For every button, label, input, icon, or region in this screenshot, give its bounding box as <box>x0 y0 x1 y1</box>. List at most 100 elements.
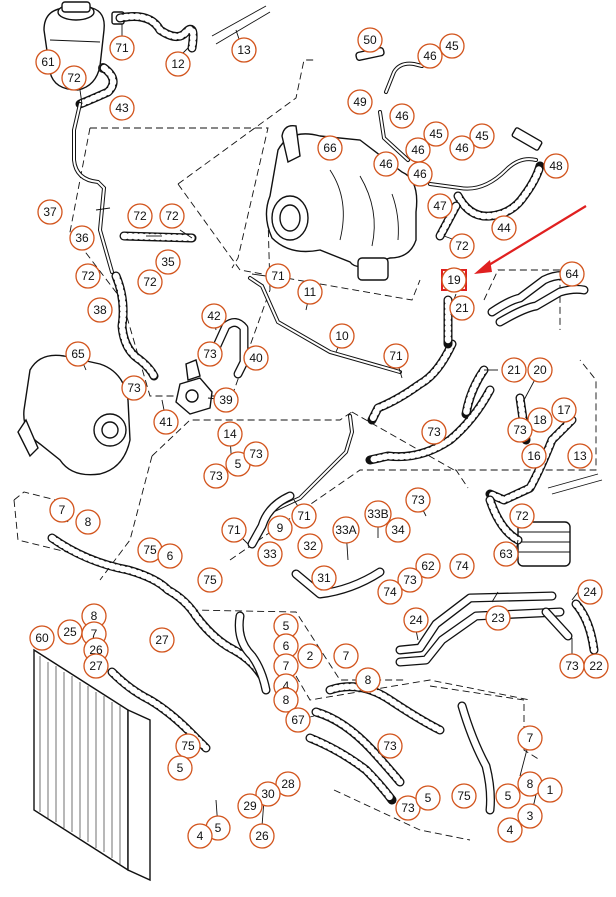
callout-46: 46 <box>373 151 399 177</box>
svg-text:74: 74 <box>383 585 397 599</box>
radiator <box>33 648 151 882</box>
svg-text:1: 1 <box>547 783 554 797</box>
callout-7: 7 <box>333 643 359 669</box>
svg-text:32: 32 <box>303 539 317 553</box>
bypass-pipe <box>211 318 249 379</box>
svg-text:73: 73 <box>383 739 397 753</box>
svg-text:26: 26 <box>89 643 103 657</box>
callout-2: 2 <box>297 643 323 669</box>
callout-8: 8 <box>75 509 101 535</box>
callout-72: 72 <box>449 233 475 259</box>
callout-12: 12 <box>165 51 191 77</box>
svg-text:73: 73 <box>427 425 441 439</box>
callout-73: 73 <box>421 419 447 445</box>
svg-text:5: 5 <box>215 821 222 835</box>
svg-text:29: 29 <box>243 799 257 813</box>
callout-72: 72 <box>137 269 163 295</box>
callout-23: 23 <box>485 605 511 631</box>
svg-text:72: 72 <box>455 239 469 253</box>
svg-text:71: 71 <box>389 349 403 363</box>
svg-text:75: 75 <box>143 543 157 557</box>
svg-text:42: 42 <box>207 309 221 323</box>
svg-text:19: 19 <box>447 273 461 287</box>
callout-32: 32 <box>297 533 323 559</box>
callout-71: 71 <box>291 503 317 529</box>
svg-text:71: 71 <box>115 41 129 55</box>
thermostat-housing <box>175 359 213 415</box>
lower-left-hoses <box>47 533 271 753</box>
svg-text:73: 73 <box>249 447 263 461</box>
callout-8: 8 <box>273 687 299 713</box>
water-pump <box>17 354 131 476</box>
svg-text:33: 33 <box>263 547 277 561</box>
callout-13: 13 <box>567 443 593 469</box>
svg-text:4: 4 <box>507 823 514 837</box>
callout-71: 71 <box>383 343 409 369</box>
svg-text:72: 72 <box>165 209 179 223</box>
svg-text:72: 72 <box>67 71 81 85</box>
svg-text:18: 18 <box>533 413 547 427</box>
svg-text:8: 8 <box>527 777 534 791</box>
callout-8: 8 <box>355 667 381 693</box>
svg-text:47: 47 <box>433 199 447 213</box>
svg-text:75: 75 <box>181 739 195 753</box>
callout-72: 72 <box>159 203 185 229</box>
callout-37: 37 <box>37 199 63 225</box>
callout-46: 46 <box>389 103 415 129</box>
svg-text:73: 73 <box>401 801 415 815</box>
callout-64: 64 <box>559 261 585 287</box>
callout-5: 5 <box>273 613 299 639</box>
callout-14: 14 <box>217 421 243 447</box>
svg-text:4: 4 <box>197 829 204 843</box>
callout-72: 72 <box>75 263 101 289</box>
svg-text:73: 73 <box>565 659 579 673</box>
svg-text:21: 21 <box>507 363 521 377</box>
tank-to-pump-pipe <box>72 102 197 381</box>
svg-text:46: 46 <box>413 167 427 181</box>
callout-29: 29 <box>237 793 263 819</box>
callout-48: 48 <box>543 153 569 179</box>
callout-30: 30 <box>255 781 281 807</box>
callout-73: 73 <box>197 341 223 367</box>
svg-text:8: 8 <box>283 693 290 707</box>
svg-text:72: 72 <box>81 269 95 283</box>
svg-text:37: 37 <box>43 205 57 219</box>
callout-21: 21 <box>449 295 475 321</box>
svg-text:73: 73 <box>203 347 217 361</box>
svg-text:7: 7 <box>59 503 66 517</box>
svg-text:67: 67 <box>291 713 305 727</box>
main-pipe <box>248 276 402 514</box>
callout-18: 18 <box>527 407 553 433</box>
callout-73: 73 <box>203 463 229 489</box>
callout-60: 60 <box>29 625 55 651</box>
callout-11: 11 <box>297 279 323 305</box>
callout-71: 71 <box>221 517 247 543</box>
callout-73: 73 <box>507 417 533 443</box>
callout-22: 22 <box>583 653 609 679</box>
svg-text:72: 72 <box>515 509 529 523</box>
callout-40: 40 <box>243 345 269 371</box>
svg-text:48: 48 <box>549 159 563 173</box>
svg-text:74: 74 <box>455 559 469 573</box>
svg-text:30: 30 <box>261 787 275 801</box>
callout-1: 1 <box>537 777 563 803</box>
callout-46: 46 <box>449 135 475 161</box>
svg-text:46: 46 <box>423 49 437 63</box>
oil-cooler <box>485 495 571 567</box>
svg-text:38: 38 <box>93 303 107 317</box>
callout-26: 26 <box>249 823 275 849</box>
svg-text:8: 8 <box>365 673 372 687</box>
svg-text:7: 7 <box>91 627 98 641</box>
svg-text:8: 8 <box>85 515 92 529</box>
svg-text:25: 25 <box>63 625 77 639</box>
callout-38: 38 <box>87 297 113 323</box>
callout-16: 16 <box>521 443 547 469</box>
svg-text:71: 71 <box>227 523 241 537</box>
svg-text:73: 73 <box>513 423 527 437</box>
callout-71: 71 <box>109 35 135 61</box>
small-hoses <box>247 491 385 599</box>
callout-28: 28 <box>275 771 301 797</box>
callout-17: 17 <box>551 397 577 423</box>
callout-63: 63 <box>493 541 519 567</box>
svg-text:41: 41 <box>159 415 173 429</box>
